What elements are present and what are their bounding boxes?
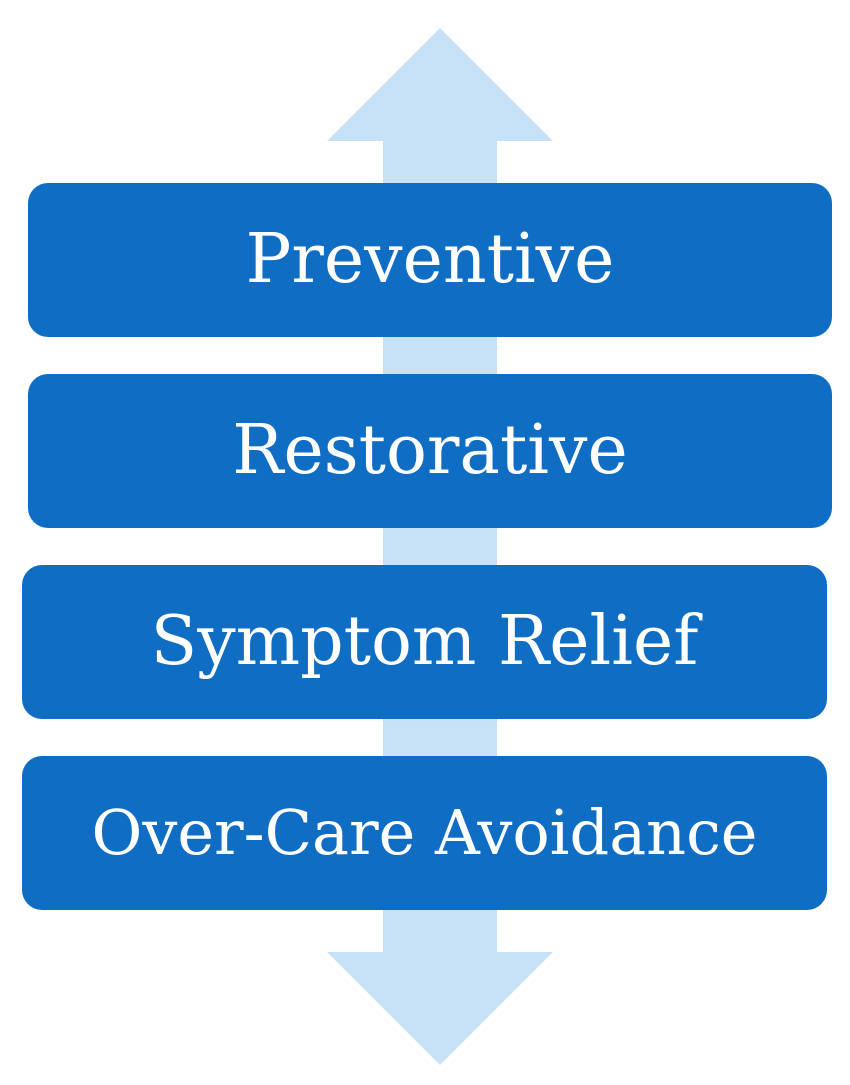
level-box-restorative: Restorative: [28, 374, 832, 528]
arrow-up-head: [327, 28, 553, 183]
level-box-preventive: Preventive: [28, 183, 832, 337]
level-label: Over-Care Avoidance: [91, 796, 758, 869]
level-label: Symptom Relief: [150, 602, 699, 681]
level-label: Preventive: [245, 220, 615, 299]
arrow-down-head: [327, 910, 553, 1065]
level-label: Restorative: [232, 411, 628, 490]
level-box-over-care-avoidance: Over-Care Avoidance: [22, 756, 827, 910]
level-box-symptom-relief: Symptom Relief: [22, 565, 827, 719]
